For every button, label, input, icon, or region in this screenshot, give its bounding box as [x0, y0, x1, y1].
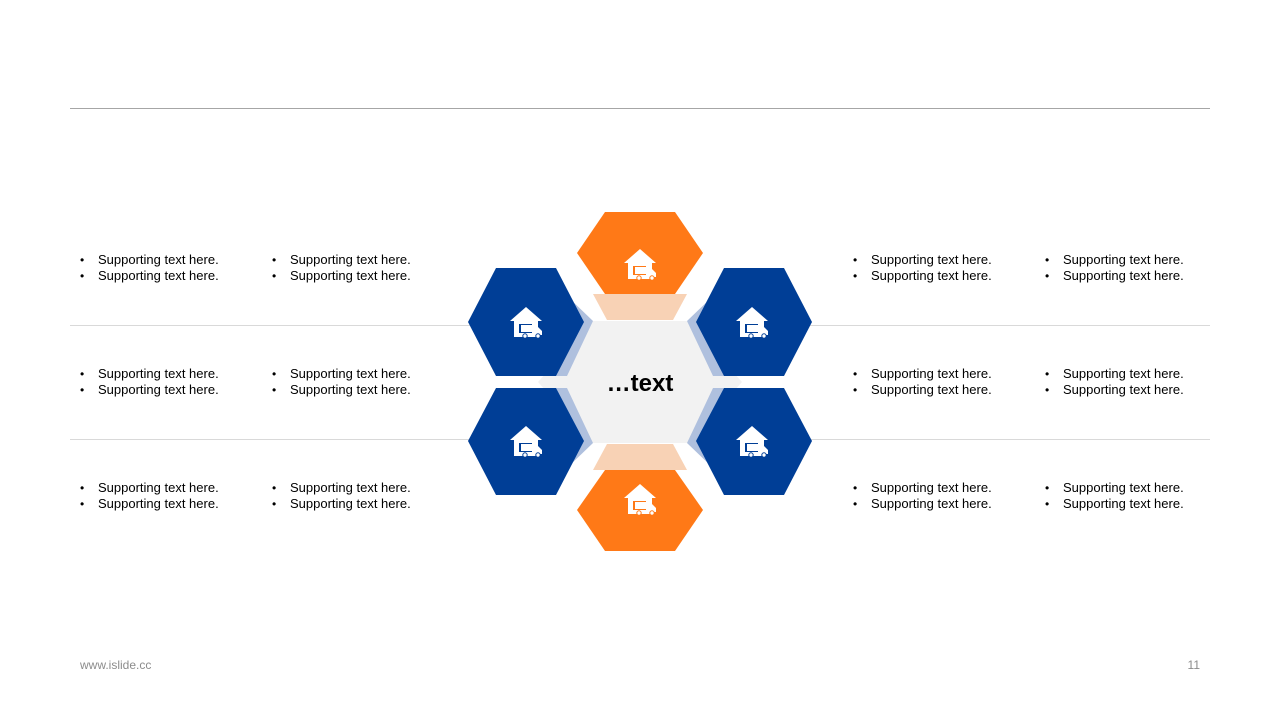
bullet-item: Supporting text here. [80, 496, 219, 512]
text-block-right-1-a: Supporting text here. Supporting text he… [853, 252, 992, 284]
bullet-item: Supporting text here. [272, 496, 411, 512]
bullet-item: Supporting text here. [1045, 382, 1184, 398]
text-block-left-1-b: Supporting text here. Supporting text he… [272, 252, 411, 284]
page-number: 11 [1187, 658, 1200, 672]
center-label: …text [607, 370, 674, 397]
bullet-item: Supporting text here. [272, 366, 411, 382]
row-divider-left-2 [70, 439, 470, 440]
bullet-item: Supporting text here. [853, 366, 992, 382]
text-block-right-2-a: Supporting text here. Supporting text he… [853, 366, 992, 398]
bullet-item: Supporting text here. [272, 268, 411, 284]
text-block-left-1-a: Supporting text here. Supporting text he… [80, 252, 219, 284]
bullet-item: Supporting text here. [1045, 252, 1184, 268]
text-block-left-2-a: Supporting text here. Supporting text he… [80, 366, 219, 398]
row-divider-left-1 [70, 325, 470, 326]
text-block-left-2-b: Supporting text here. Supporting text he… [272, 366, 411, 398]
bullet-item: Supporting text here. [853, 496, 992, 512]
bullet-item: Supporting text here. [853, 480, 992, 496]
connector-top [593, 294, 687, 320]
text-block-right-3-b: Supporting text here. Supporting text he… [1045, 480, 1184, 512]
text-block-right-1-b: Supporting text here. Supporting text he… [1045, 252, 1184, 284]
text-block-left-3-a: Supporting text here. Supporting text he… [80, 480, 219, 512]
center-hexagon [538, 321, 742, 443]
bullet-item: Supporting text here. [80, 480, 219, 496]
row-divider-right-1 [810, 325, 1210, 326]
top-divider [70, 108, 1210, 109]
text-block-right-3-a: Supporting text here. Supporting text he… [853, 480, 992, 512]
connector-bottom [593, 444, 687, 470]
bullet-item: Supporting text here. [1045, 496, 1184, 512]
bullet-item: Supporting text here. [853, 382, 992, 398]
bullet-item: Supporting text here. [80, 366, 219, 382]
text-block-right-2-b: Supporting text here. Supporting text he… [1045, 366, 1184, 398]
bullet-item: Supporting text here. [853, 252, 992, 268]
footer-url: www.islide.cc [80, 658, 152, 672]
bullet-item: Supporting text here. [1045, 366, 1184, 382]
bullet-item: Supporting text here. [80, 382, 219, 398]
text-block-left-3-b: Supporting text here. Supporting text he… [272, 480, 411, 512]
bullet-item: Supporting text here. [272, 382, 411, 398]
bullet-item: Supporting text here. [80, 268, 219, 284]
bullet-item: Supporting text here. [853, 268, 992, 284]
bullet-item: Supporting text here. [1045, 480, 1184, 496]
bullet-item: Supporting text here. [80, 252, 219, 268]
bullet-item: Supporting text here. [272, 480, 411, 496]
row-divider-right-2 [810, 439, 1210, 440]
bullet-item: Supporting text here. [272, 252, 411, 268]
bullet-item: Supporting text here. [1045, 268, 1184, 284]
